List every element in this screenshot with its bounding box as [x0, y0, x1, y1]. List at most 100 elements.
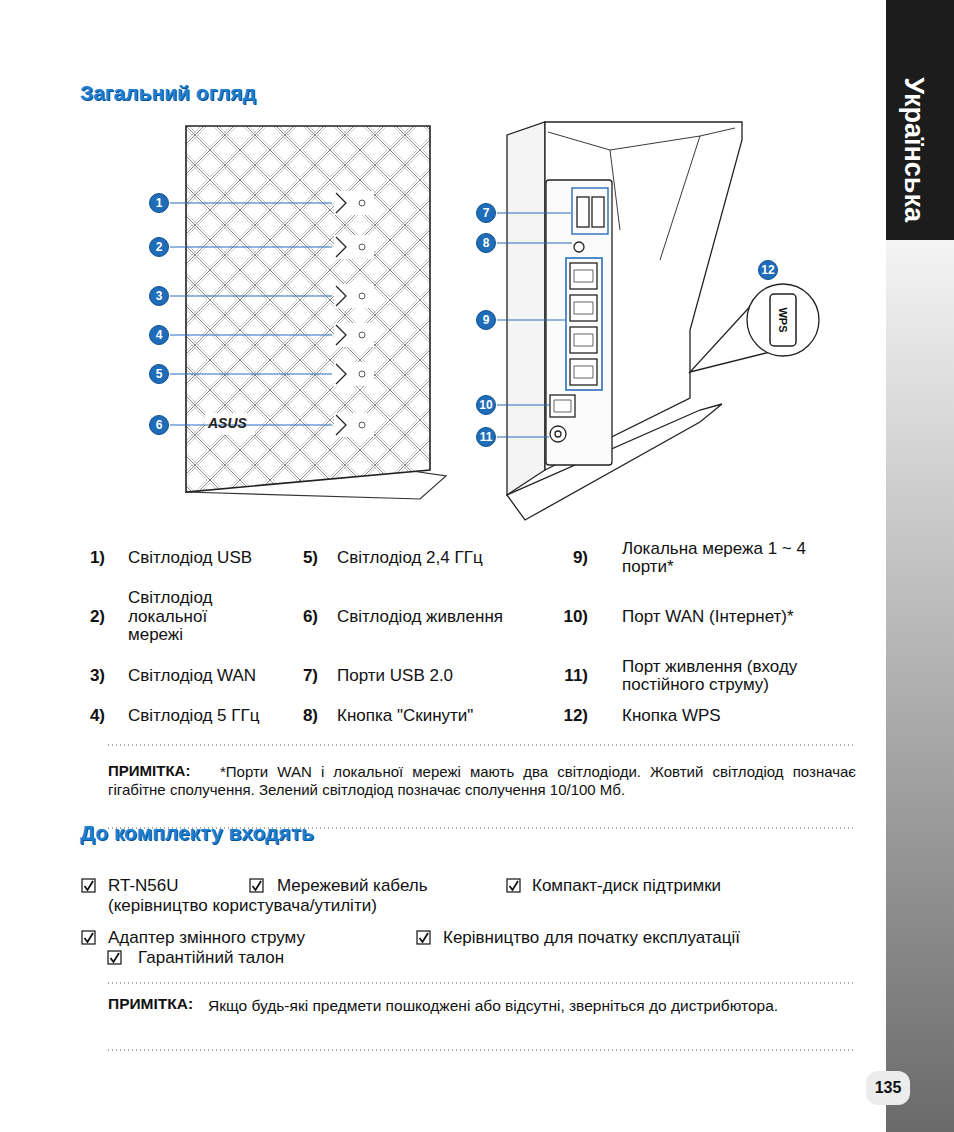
- drawing-part: [566, 258, 602, 390]
- callout-text: 9: [483, 314, 490, 326]
- drawing-part: [507, 879, 520, 892]
- drawing-part: [170, 203, 332, 425]
- note-text: *Порти WAN і локальної мережі мають два …: [108, 763, 856, 800]
- callout-number: 8: [476, 233, 496, 253]
- callout-number: 11: [476, 427, 496, 447]
- callout-text: 4: [156, 329, 163, 341]
- table-cell: Порт живлення (входу постійного струму): [622, 658, 847, 695]
- side-tab-text: Українська: [898, 78, 927, 223]
- callout-text: 6: [156, 419, 163, 431]
- callout-number: 7: [476, 203, 496, 223]
- callout-text: 12: [761, 264, 774, 276]
- drawing-part: [574, 270, 593, 378]
- callout-text: 1: [156, 197, 163, 209]
- drawing-part: [334, 284, 374, 308]
- drawing-part: [497, 213, 572, 437]
- drawing-part: [359, 244, 365, 250]
- callout-text: 8: [483, 237, 490, 249]
- drawing-part: [770, 294, 796, 346]
- table-cell: Світлодіод 5 ГГц: [128, 707, 278, 725]
- table-cell: 4): [90, 707, 105, 725]
- drawing-part: [82, 931, 95, 944]
- drawing-part: [334, 191, 374, 215]
- drawing-part: [555, 431, 561, 437]
- table-cell: 9): [573, 549, 588, 567]
- drawing-part: [334, 362, 374, 386]
- table-cell: 5): [303, 549, 318, 567]
- package-item: Адаптер змінного струму: [108, 929, 305, 947]
- drawing-part: [886, 240, 954, 1132]
- drawing-part: [336, 237, 346, 257]
- callout-number: 6: [149, 415, 169, 435]
- drawing-part: [420, 933, 429, 942]
- callout-number: 9: [476, 310, 496, 330]
- table-cell: 11): [564, 667, 588, 685]
- drawing-part: [550, 426, 566, 442]
- callout-number: 5: [149, 364, 169, 384]
- drawing-part: [85, 933, 94, 942]
- table-cell: 10): [563, 608, 588, 626]
- package-item: Мережевий кабель: [277, 877, 428, 895]
- table-cell: Порт WAN (Інтернет)*: [622, 608, 847, 626]
- table-cell: Порти USB 2.0: [337, 667, 552, 685]
- drawing-part: [334, 413, 374, 437]
- note-text: Якщо будь-які предмети пошкоджені або ві…: [108, 996, 856, 1015]
- drawing-part: [334, 362, 374, 386]
- brand-logo: ASUS: [208, 416, 247, 431]
- drawing-part: [334, 191, 374, 215]
- package-item: RT-N56U: [108, 877, 179, 895]
- table-cell: Локальна мережа 1 ~ 4 порти*: [622, 540, 847, 577]
- note-heading: ПРИМІТКА:: [108, 996, 193, 1013]
- page-number: 135: [875, 1079, 902, 1096]
- callout-number: 12: [758, 260, 778, 280]
- drawing-part: [747, 284, 819, 356]
- callout-text: 11: [480, 431, 493, 443]
- drawing-part: [545, 122, 742, 470]
- callout-text: 2: [156, 241, 163, 253]
- callout-text: 5: [156, 368, 163, 380]
- drawing-part: [334, 323, 374, 347]
- router-front: [186, 126, 446, 499]
- drawing-part: [507, 122, 545, 495]
- drawing-part: [359, 200, 365, 206]
- leader-lines: [170, 203, 572, 437]
- drawing-part: [359, 422, 365, 428]
- drawing-part: [577, 197, 589, 227]
- button-label: WPS: [777, 307, 789, 332]
- drawing-part: [336, 193, 346, 213]
- section-title: Загальний огляд: [80, 82, 256, 105]
- drawing-part: [186, 126, 430, 492]
- drawing-part: [359, 332, 365, 338]
- drawing-part: [334, 323, 374, 347]
- drawing-part: [108, 745, 856, 746]
- table-cell: 6): [303, 608, 318, 626]
- note-heading: ПРИМІТКА:: [108, 763, 190, 779]
- drawing-part: [546, 180, 612, 465]
- drawing-part: [108, 983, 856, 984]
- drawing-part: [85, 881, 94, 890]
- drawing-part: [82, 879, 95, 892]
- drawing-part: [592, 197, 604, 227]
- package-item: Керівництво для початку експлуатації: [443, 929, 740, 947]
- side-tab: [866, 0, 954, 1132]
- drawing-part: [334, 413, 374, 437]
- drawing-part: [111, 953, 120, 962]
- drawing-part: [336, 325, 346, 345]
- drawing-part: [334, 235, 374, 259]
- table-cell: Світлодіод WAN: [128, 667, 278, 685]
- drawing-part: [108, 951, 121, 964]
- table-cell: Кнопка WPS: [622, 707, 847, 725]
- drawing-part: [108, 1050, 856, 1051]
- package-item: Компакт-диск підтримки: [532, 877, 721, 895]
- table-cell: 12): [563, 707, 588, 725]
- drawing-part: [334, 235, 374, 259]
- led-marks: [334, 191, 374, 437]
- drawing-part: [886, 0, 954, 240]
- section-title: До комплекту входять: [80, 822, 314, 845]
- drawing-part: [108, 951, 121, 964]
- callout-number: 1: [149, 193, 169, 213]
- drawing-part: [336, 364, 346, 384]
- router-back: [507, 122, 742, 520]
- drawing-part: [572, 188, 608, 234]
